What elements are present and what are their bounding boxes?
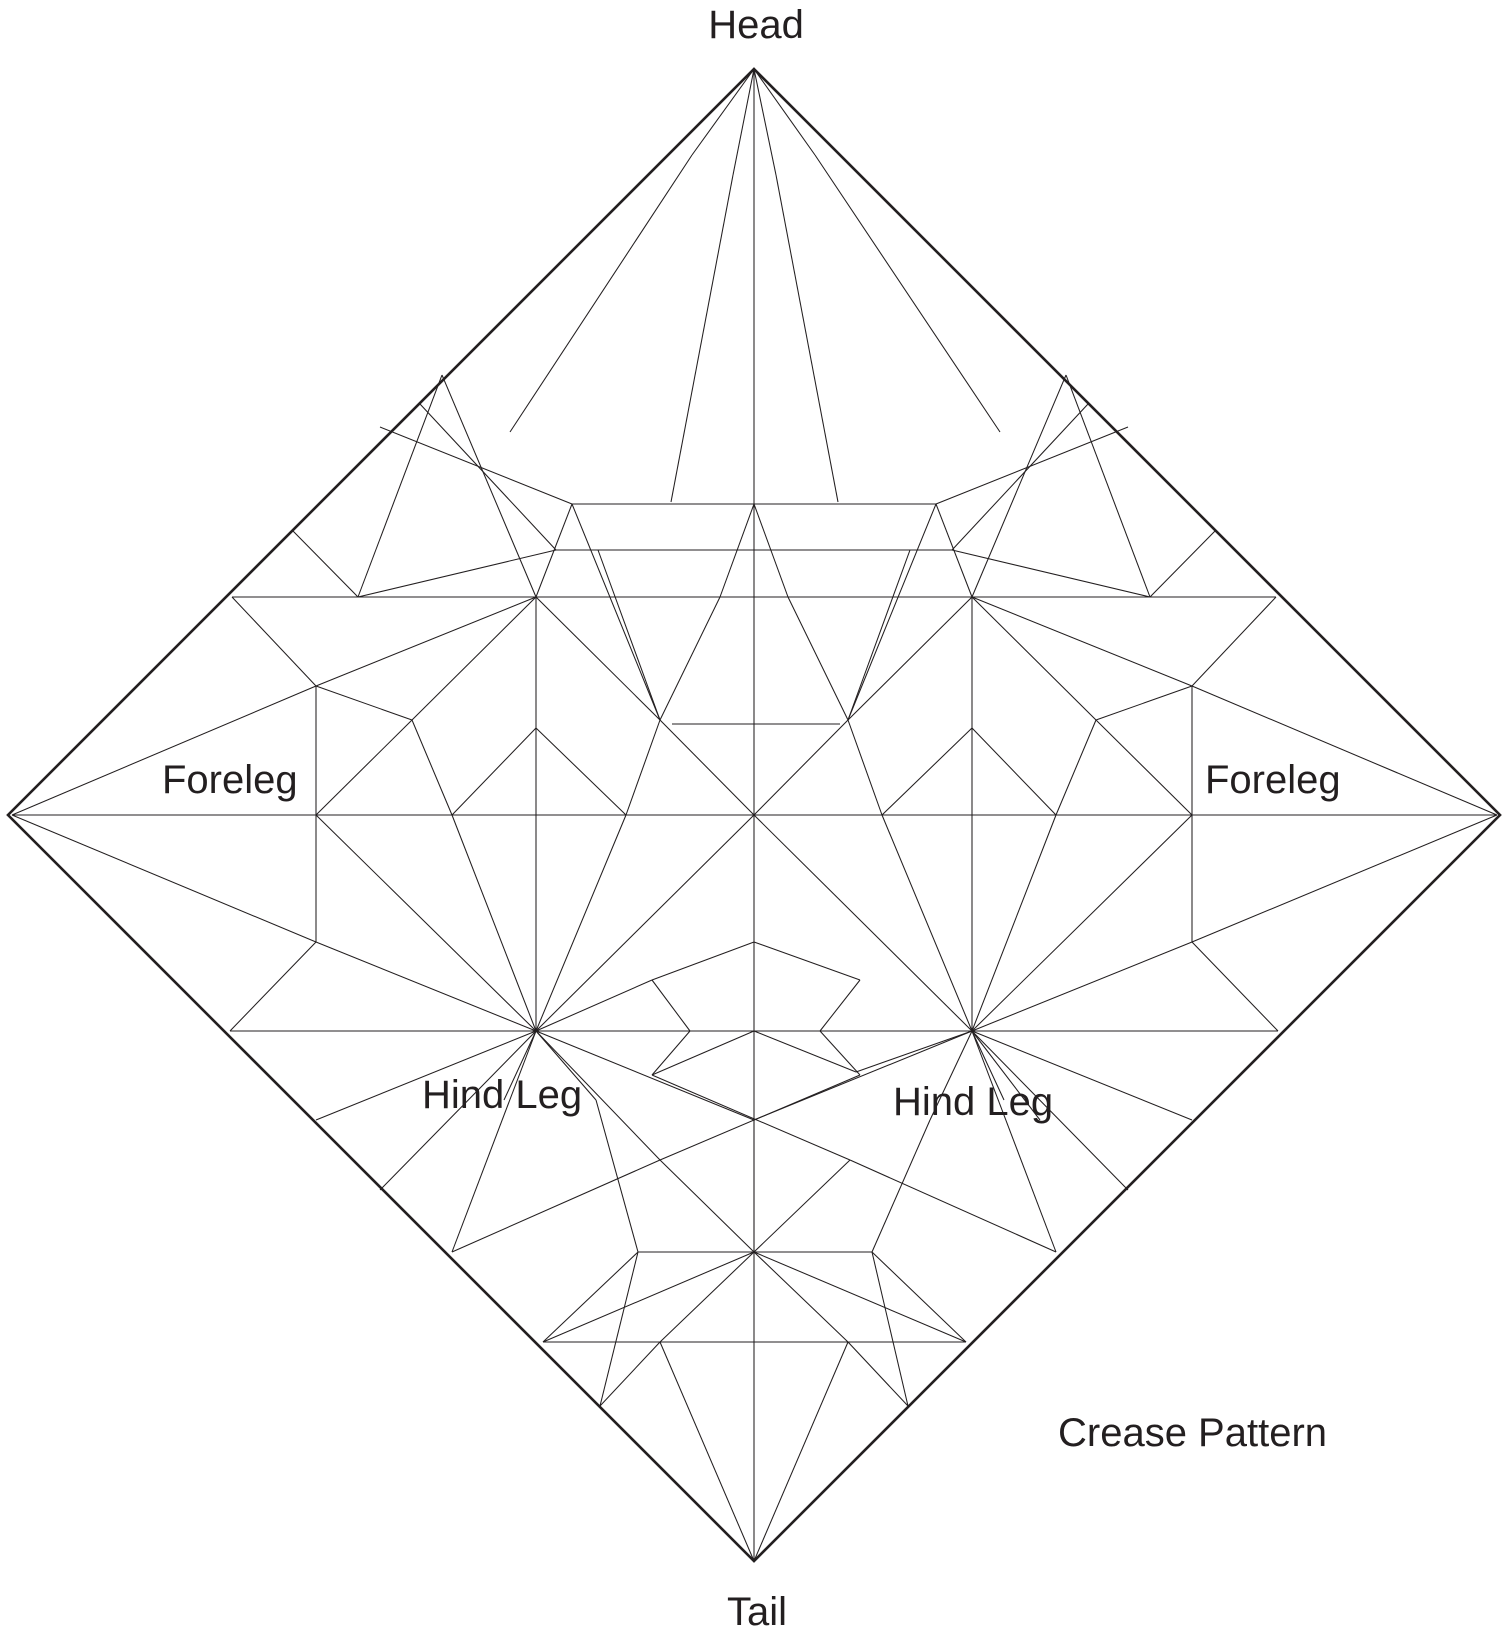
crease-line: [848, 597, 972, 720]
crease-line: [452, 1160, 660, 1252]
crease-lines: [12, 69, 1497, 1561]
crease-line: [442, 375, 536, 597]
crease-line: [972, 942, 1192, 1031]
crease-line: [600, 1342, 660, 1406]
crease-line: [652, 1031, 690, 1075]
crease-line: [754, 1031, 856, 1072]
crease-line: [316, 942, 536, 1031]
crease-line: [820, 1031, 860, 1075]
crease-line: [733, 69, 754, 175]
crease-line: [754, 1160, 850, 1252]
crease-line: [536, 980, 652, 1031]
crease-line: [671, 175, 733, 502]
crease-line: [754, 815, 972, 1031]
crease-line: [316, 686, 412, 720]
crease-line: [872, 1120, 930, 1252]
crease-line: [754, 1342, 848, 1561]
crease-line: [872, 1252, 966, 1342]
crease-line: [510, 155, 692, 432]
crease-line: [848, 504, 936, 720]
crease-line: [972, 597, 1192, 686]
crease-line: [936, 427, 1128, 504]
crease-line: [972, 597, 1096, 720]
crease-line: [660, 597, 720, 720]
crease-line: [12, 815, 316, 942]
crease-line: [452, 728, 536, 815]
crease-line: [452, 815, 536, 1031]
crease-line: [972, 375, 1066, 597]
crease-line: [598, 550, 660, 720]
crease-line: [848, 1342, 908, 1406]
crease-line: [600, 1252, 638, 1406]
crease-line: [358, 375, 442, 597]
crease-line: [536, 728, 626, 815]
crease-line: [1066, 375, 1150, 597]
crease-line: [850, 1160, 1056, 1252]
crease-line: [952, 404, 1088, 550]
crease-line: [536, 815, 754, 1031]
crease-line: [754, 1252, 848, 1342]
label-hind-leg-right: Hind Leg: [893, 1080, 1053, 1124]
crease-line: [660, 1160, 754, 1252]
crease-line: [652, 1031, 754, 1075]
crease-line: [776, 175, 838, 502]
crease-line: [652, 980, 690, 1031]
crease-line: [543, 1252, 754, 1342]
crease-line: [412, 720, 452, 815]
crease-line: [536, 815, 626, 1031]
crease-line: [972, 815, 1192, 1031]
crease-line: [232, 597, 316, 686]
crease-line: [820, 980, 860, 1031]
crease-line: [316, 720, 412, 815]
crease-line: [596, 1100, 638, 1252]
crease-line: [972, 728, 1056, 815]
crease-line: [1096, 686, 1192, 720]
crease-line: [536, 597, 660, 720]
crease-line: [660, 720, 754, 815]
crease-line: [1096, 720, 1192, 815]
crease-line: [848, 720, 882, 815]
crease-line: [815, 155, 1000, 432]
crease-line: [872, 1252, 908, 1406]
crease-line: [972, 815, 1056, 1031]
crease-line: [1192, 815, 1497, 942]
label-caption: Crease Pattern: [1058, 1411, 1327, 1455]
label-hind-leg-left: Hind Leg: [422, 1073, 582, 1117]
crease-line: [380, 427, 572, 504]
crease-line: [692, 69, 754, 155]
crease-line: [452, 1031, 536, 1252]
crease-line: [316, 597, 536, 686]
crease-line: [543, 1252, 638, 1342]
label-foreleg-right: Foreleg: [1205, 758, 1341, 802]
crease-line: [292, 530, 358, 597]
crease-line: [652, 1075, 850, 1160]
crease-line: [1150, 530, 1216, 597]
crease-line: [848, 550, 910, 720]
crease-line: [652, 942, 754, 980]
crease-line: [572, 504, 660, 720]
crease-line: [856, 1031, 972, 1072]
label-tail: Tail: [727, 1590, 787, 1631]
crease-line: [412, 597, 536, 720]
crease-line: [316, 815, 536, 1031]
crease-line: [1192, 942, 1278, 1031]
crease-line: [972, 1031, 1056, 1252]
crease-line: [754, 720, 848, 815]
crease-line: [882, 815, 972, 1031]
crease-line: [230, 942, 316, 1031]
crease-line: [660, 1342, 754, 1561]
crease-line: [1056, 720, 1096, 815]
crease-line: [754, 1252, 966, 1342]
crease-line: [788, 597, 848, 720]
crease-line: [660, 1252, 754, 1342]
crease-line: [882, 728, 972, 815]
label-foreleg-left: Foreleg: [162, 758, 298, 802]
crease-line: [754, 942, 860, 980]
crease-line: [420, 404, 556, 550]
crease-line: [1192, 597, 1276, 686]
label-head: Head: [708, 3, 804, 47]
crease-line: [626, 720, 660, 815]
